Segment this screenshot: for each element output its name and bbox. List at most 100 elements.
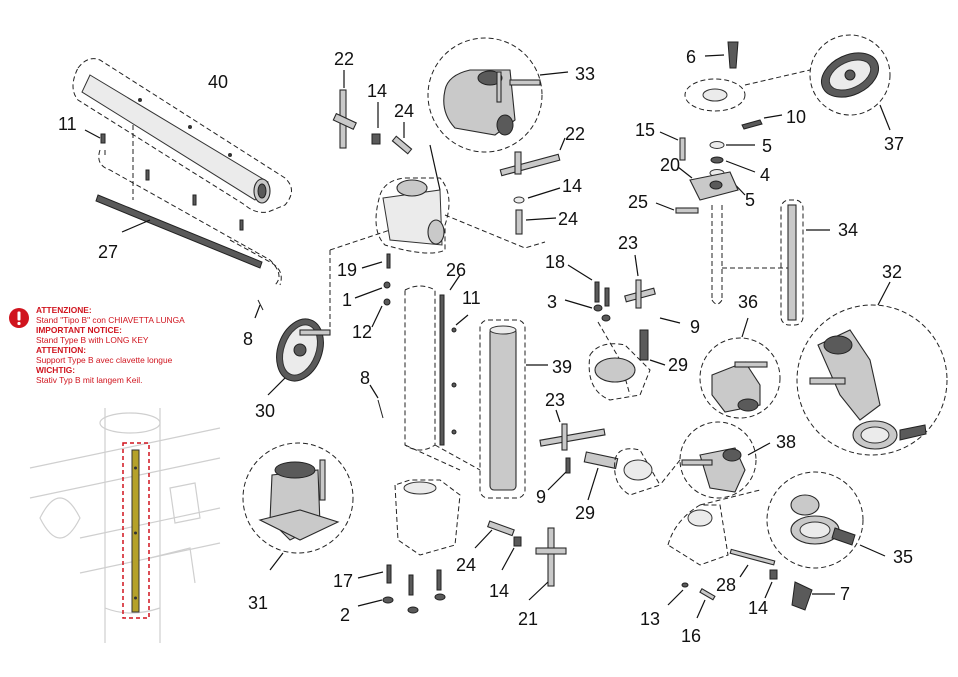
notice-title-de: WICHTIG: — [36, 365, 76, 375]
part-number-labels: 40 11 27 8 22 14 24 33 22 14 24 19 1 12 … — [58, 47, 913, 646]
label-5b: 5 — [745, 190, 755, 210]
notice-text-it: Stand "Tipo B" con CHIAVETTA LUNGA — [36, 315, 185, 325]
label-8b: 8 — [360, 368, 370, 388]
notice-text-de: Stativ Typ B mit langem Keil. — [36, 375, 143, 385]
label-20: 20 — [660, 155, 680, 175]
part-24-pin-b — [515, 209, 557, 235]
label-36: 36 — [738, 292, 758, 312]
label-23: 23 — [618, 233, 638, 253]
label-5: 5 — [762, 136, 772, 156]
part-27-long-key — [95, 194, 263, 269]
notice-title-fr: ATTENTION: — [36, 345, 87, 355]
label-14b: 14 — [562, 176, 582, 196]
label-38: 38 — [776, 432, 796, 452]
label-16: 16 — [681, 626, 701, 646]
part-25-pin — [655, 202, 699, 214]
label-24c: 24 — [456, 555, 476, 575]
label-32: 32 — [882, 262, 902, 282]
label-30: 30 — [255, 401, 275, 421]
label-24: 24 — [394, 101, 414, 121]
notice-title-it: ATTENZIONE: — [36, 305, 92, 315]
label-14: 14 — [367, 81, 387, 101]
part-15-pin — [659, 131, 686, 161]
label-24b: 24 — [558, 209, 578, 229]
part-11-screws — [84, 125, 282, 286]
part-20-bracket — [677, 166, 739, 201]
part-22-t-handle — [332, 70, 357, 149]
part-34-shaft — [780, 199, 830, 326]
label-8: 8 — [243, 329, 253, 349]
label-40: 40 — [208, 72, 228, 92]
part-8-pin-b — [369, 384, 384, 419]
label-14d: 14 — [748, 598, 768, 618]
label-31: 31 — [248, 593, 268, 613]
notice-text-en: Stand Type B with LONG KEY — [36, 335, 149, 345]
label-35: 35 — [893, 547, 913, 567]
part-39-column — [479, 319, 548, 499]
label-2: 2 — [340, 605, 350, 625]
gear-housing-a — [588, 343, 651, 401]
part-29-spindle-a — [639, 329, 666, 366]
label-1: 1 — [342, 290, 352, 310]
part-32-arm-assembly — [796, 281, 948, 456]
shaft-outline — [711, 205, 790, 305]
column-outline — [404, 285, 481, 471]
long-key-illustration — [29, 408, 221, 643]
label-19: 19 — [337, 260, 357, 280]
part-28-spindle — [729, 548, 776, 578]
label-22b: 22 — [565, 124, 585, 144]
label-4: 4 — [760, 165, 770, 185]
label-29b: 29 — [575, 503, 595, 523]
part-14-nut-d — [764, 569, 778, 599]
cap-assembly — [684, 69, 811, 112]
label-9b: 9 — [536, 487, 546, 507]
label-17: 17 — [333, 571, 353, 591]
label-15: 15 — [635, 120, 655, 140]
notice-title-en: IMPORTANT NOTICE: — [36, 325, 122, 335]
part-33-clamp-head — [427, 37, 569, 191]
label-23b: 23 — [545, 390, 565, 410]
housing-assembly — [329, 177, 546, 330]
label-6: 6 — [686, 47, 696, 67]
part-22-handle-b — [499, 137, 566, 177]
label-39: 39 — [552, 357, 572, 377]
part-30-handwheel — [267, 318, 331, 396]
label-10: 10 — [786, 107, 806, 127]
label-7: 7 — [840, 584, 850, 604]
part-40-tube — [72, 58, 292, 213]
label-9: 9 — [690, 317, 700, 337]
warning-icon — [9, 308, 29, 328]
part-13-16-pins — [667, 582, 716, 619]
part-7-knob — [791, 581, 835, 611]
label-37: 37 — [884, 134, 904, 154]
label-27: 27 — [98, 242, 118, 262]
label-13: 13 — [640, 609, 660, 629]
base-assembly — [394, 479, 461, 556]
part-17-bolts — [357, 564, 446, 614]
label-21: 21 — [518, 609, 538, 629]
center-right-small-parts — [564, 254, 681, 396]
label-18: 18 — [545, 252, 565, 272]
part-37-handwheel — [809, 34, 891, 131]
label-33: 33 — [575, 64, 595, 84]
label-3: 3 — [547, 292, 557, 312]
label-29: 29 — [668, 355, 688, 375]
part-38-elbow — [659, 421, 771, 499]
part-26-key — [439, 274, 469, 446]
part-35-clamp-collar — [766, 471, 886, 569]
label-25: 25 — [628, 192, 648, 212]
notice-text-fr: Support Type B avec clavette longue — [36, 355, 173, 365]
part-21-t-handle — [528, 527, 567, 601]
label-14c: 14 — [489, 581, 509, 601]
label-22: 22 — [334, 49, 354, 69]
small-screws-group — [354, 253, 391, 328]
part-24-pin-c — [474, 520, 522, 571]
stand-type-notice: ATTENZIONE: Stand "Tipo B" con CHIAVETTA… — [36, 305, 266, 385]
part-10-pin — [741, 114, 783, 130]
label-12: 12 — [352, 322, 372, 342]
part-31-base — [242, 442, 354, 571]
label-34: 34 — [838, 220, 858, 240]
label-11: 11 — [58, 114, 77, 134]
gear-housing-b — [614, 448, 661, 496]
